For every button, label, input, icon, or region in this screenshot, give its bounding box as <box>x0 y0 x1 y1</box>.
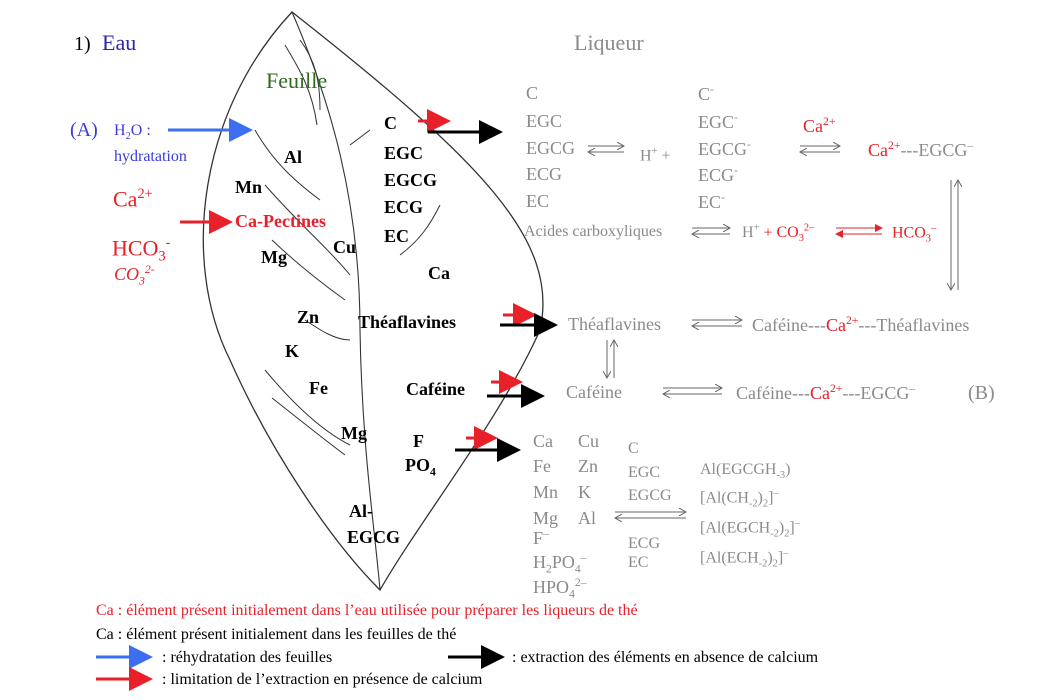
liq-ec: EC <box>526 191 550 211</box>
leaf-egc: EGC <box>384 143 424 163</box>
liq-egcg: EGCG <box>526 138 575 158</box>
liq-m-fe: Fe <box>533 456 551 476</box>
leaf-egcg2: EGCG <box>347 527 401 547</box>
liq-m-mn: Mn <box>533 482 559 502</box>
liq-m-k: K <box>578 482 591 502</box>
liq-m-zn: Zn <box>578 456 598 476</box>
ca2-label: Ca2+ <box>113 186 153 212</box>
liq-ec-minus: EC- <box>698 191 725 212</box>
extraction-arrows <box>418 109 558 462</box>
liq-caf-ca-thea: Caféine---Ca2+---Théaflavines <box>752 314 970 335</box>
leaf-ca: Ca <box>428 263 450 283</box>
liq-acides: Acides carboxyliques <box>524 223 663 240</box>
liq-hco3: HCO3– <box>892 223 937 245</box>
leaf-ec: EC <box>384 226 410 246</box>
leaf-al-dash: Al- <box>349 501 373 521</box>
liq-cat-egcg: EGCG <box>628 487 672 504</box>
liqueur-heading: Liqueur <box>574 30 644 55</box>
liq-c-minus: C- <box>698 83 714 104</box>
leaf-mn: Mn <box>235 177 262 197</box>
leaf-fe: Fe <box>309 378 328 398</box>
liq-m-f: F– <box>533 527 549 548</box>
liq-caf-ca-egcg: Caféine---Ca2+---EGCG– <box>736 382 916 403</box>
liq-m-h2po4: H2PO4– <box>533 551 587 576</box>
leaf-outline <box>202 11 544 592</box>
label-a: (A) <box>70 119 98 141</box>
label-b: (B) <box>968 382 995 404</box>
liq-egc-minus: EGC- <box>698 111 738 132</box>
leaf-mg2: Mg <box>341 423 367 443</box>
liq-ecg-minus: ECG- <box>698 164 738 185</box>
leaf-al: Al <box>284 147 302 167</box>
liq-al-egch: [Al(EGCH-2)2]– <box>700 518 800 540</box>
hco3-label: HCO3- <box>112 235 171 265</box>
legend-red-text: Ca : élément présent initialement dans l… <box>96 602 638 619</box>
leaf-po4: PO4 <box>405 455 436 479</box>
liq-al-ch: [Al(CH-2)2]– <box>700 488 779 510</box>
liq-egcg-minus: EGCG- <box>698 138 751 159</box>
liq-cat-ec: EC <box>628 554 649 571</box>
legend-red-desc: : limitation de l’extraction en présence… <box>162 671 483 688</box>
leaf-theaflavines: Théaflavines <box>358 312 457 332</box>
liq-cat-c: C <box>628 440 639 457</box>
leaf-egcg: EGCG <box>384 170 438 190</box>
liq-al-ech: [Al(ECH-2)2]– <box>700 548 789 570</box>
liq-theaflavines: Théaflavines <box>568 314 661 334</box>
h2o-label: H2O : <box>114 122 151 143</box>
liq-m-al: Al <box>578 508 596 528</box>
liq-al-egcgh: Al(EGCGH-3) <box>700 461 791 482</box>
liq-h-co3: H+ + CO32– <box>742 223 815 245</box>
equilibrium-arrows <box>588 146 958 518</box>
leaf-c: C <box>384 113 397 133</box>
liq-m-ca: Ca <box>533 431 553 451</box>
liq-ecg: ECG <box>526 164 562 184</box>
liq-hplus: H+ + <box>640 146 671 165</box>
legend-blue-desc: : réhydratation des feuilles <box>162 649 333 666</box>
section-number: 1) <box>74 33 91 55</box>
ca-pectines-label: Ca-Pectines <box>235 211 326 231</box>
leaf-k: K <box>285 341 300 361</box>
leaf-zn: Zn <box>297 307 320 327</box>
liq-ca-egcg: Ca2+---EGCG– <box>868 139 974 160</box>
liq-cafeine: Caféine <box>566 382 622 402</box>
liq-cat-egc: EGC <box>628 464 660 481</box>
leaf-mg: Mg <box>261 247 287 267</box>
leaf-midrib <box>291 11 381 591</box>
hydratation-label: hydratation <box>114 148 187 165</box>
leaf-veins <box>254 39 441 456</box>
liq-m-cu: Cu <box>578 431 600 451</box>
liq-cat-ecg: ECG <box>628 535 660 552</box>
liq-egc: EGC <box>526 111 562 131</box>
legend-black-text: Ca : élément présent initialement dans l… <box>96 626 457 643</box>
leaf-ecg: ECG <box>384 197 424 217</box>
leaf-cu: Cu <box>333 237 357 257</box>
leaf-cafeine: Caféine <box>406 379 465 399</box>
liq-m-hpo4: HPO42– <box>533 576 587 601</box>
leaf-f: F <box>413 431 424 451</box>
ca-equilibrium-arrows <box>835 224 883 238</box>
eau-heading: Eau <box>102 30 137 55</box>
liq-ca-top: Ca2+ <box>803 115 836 136</box>
liq-c: C <box>526 83 539 103</box>
liq-m-mg: Mg <box>533 508 559 528</box>
feuille-heading: Feuille <box>266 68 328 93</box>
co3-label: CO32- <box>114 263 155 288</box>
legend-black-desc: : extraction des éléments en absence de … <box>512 649 819 666</box>
